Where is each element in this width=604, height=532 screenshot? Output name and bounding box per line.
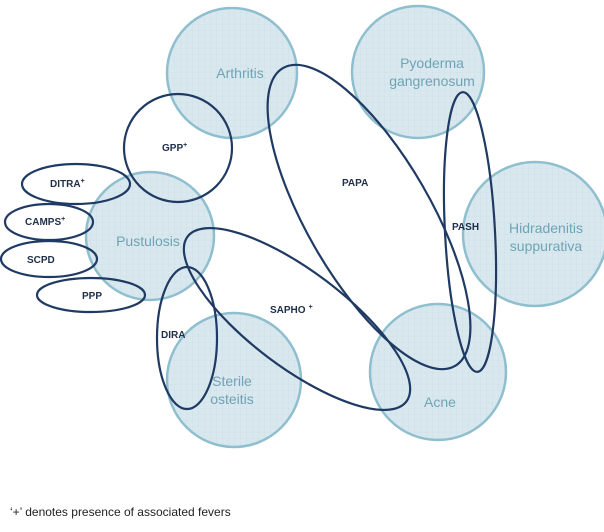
ppp-ring — [35, 276, 147, 314]
sapho-ring — [182, 226, 412, 412]
footnote: ‘+’ denotes presence of associated fever… — [10, 505, 231, 519]
pash-label: PASH — [452, 222, 479, 233]
papa-label: PAPA — [342, 178, 368, 189]
sterile-osteitis-label-line1: Sterile — [212, 373, 252, 389]
ppp-label: PPP — [82, 291, 102, 302]
dira-label: DIRA — [161, 330, 185, 341]
gpp-label: GPP+ — [162, 142, 187, 154]
hidradenitis-circle — [461, 160, 604, 308]
syndrome-rings — [0, 63, 498, 412]
camps-label: CAMPS+ — [25, 216, 65, 228]
pyoderma-label-line1: Pyoderma — [400, 55, 464, 71]
hidradenitis-label-line2: suppurativa — [510, 238, 583, 254]
pustulosis-label: Pustulosis — [116, 233, 180, 249]
scpd-label: SCPD — [27, 255, 55, 266]
pyoderma-circle — [350, 4, 486, 140]
gpp-ring — [122, 92, 234, 204]
scpd-ring — [0, 239, 99, 279]
sterile-osteitis-label-line2: osteitis — [210, 391, 254, 407]
arthritis-label: Arthritis — [216, 65, 263, 81]
acne-label: Acne — [424, 394, 456, 410]
ditra-ring — [20, 162, 132, 206]
papa-ring — [266, 63, 472, 371]
pyoderma-label-line2: gangrenosum — [389, 73, 475, 89]
pash-ring — [442, 91, 498, 373]
hidradenitis-label-line1: Hidradenitis — [509, 220, 583, 236]
ditra-label: DITRA+ — [50, 178, 85, 190]
acne-circle — [368, 302, 508, 442]
sapho-label: SAPHO+ — [270, 304, 313, 316]
